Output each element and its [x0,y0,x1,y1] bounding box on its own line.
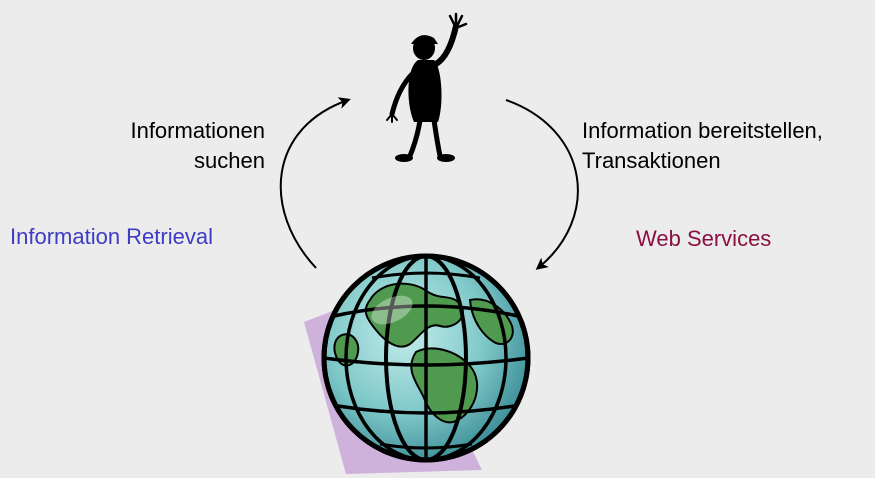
provide-arrow [505,99,579,270]
information-retrieval-label: Information Retrieval [10,224,213,249]
person-clipart-icon [386,12,468,162]
search-label-line-2: suchen [194,148,265,173]
provide-label-line-2: Transaktionen [582,148,721,173]
search-information-label: Informationen suchen [130,116,265,176]
provide-label-line-1: Information bereitstellen, [582,118,823,143]
provide-information-label: Information bereitstellen, Transaktionen [582,116,823,176]
web-services-label: Web Services [636,226,772,251]
globe-clipart-icon [304,253,531,474]
search-arrow [279,97,351,269]
search-label-line-1: Informationen [130,118,265,143]
